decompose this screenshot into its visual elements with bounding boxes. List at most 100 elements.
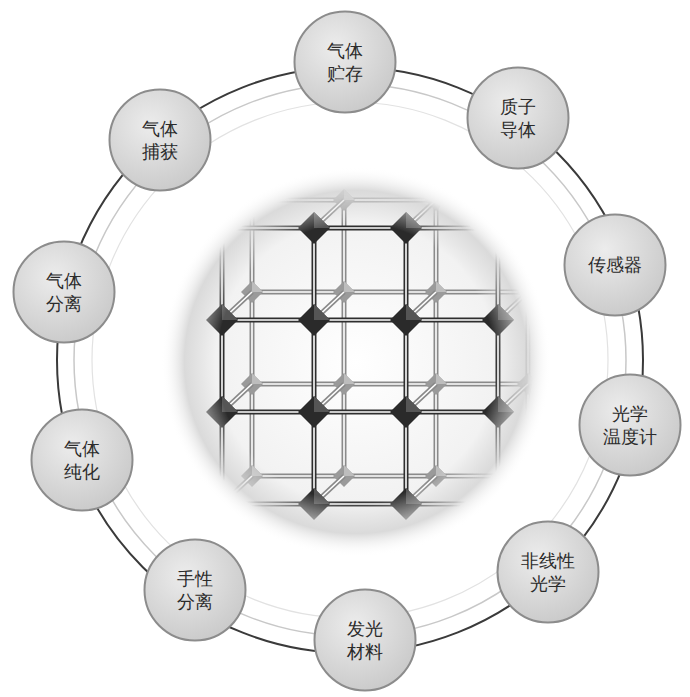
octahedron-face [406,212,422,228]
octahedron-face [406,396,422,412]
lattice-rod [498,292,528,320]
lattice-rod [222,476,252,504]
circle-shape [110,90,211,191]
lattice-rod [252,383,344,385]
lattice-rod [314,476,344,504]
octahedron-face [436,189,447,200]
octahedron-face [252,465,263,476]
lattice-rod [314,292,344,320]
application-circle: 气体 分离 [12,240,116,344]
octahedron-face [314,212,330,228]
lattice-rod [498,384,528,412]
application-circle: 非线性 光学 [496,520,600,624]
octahedron [482,304,514,336]
lattice-rod [222,476,252,504]
circle-outline [313,588,417,692]
node-label: 非线性 光学 [518,549,577,596]
node-label: 传感器 [585,253,644,276]
lattice-rod [252,475,344,477]
application-circle: 气体 纯化 [30,408,134,512]
lattice-rod [252,474,344,479]
octahedron-face [314,396,330,412]
lattice-rod [343,292,345,384]
lattice-rod [344,383,436,385]
circle-outline [30,408,134,512]
lattice-rod [344,475,436,477]
lattice-rod [527,292,529,384]
lattice-rod [406,476,436,504]
lattice-rod [222,384,252,412]
circle-shape [315,590,416,691]
circle-outline [578,373,682,477]
octahedron [390,212,422,244]
octahedron-face [528,465,539,476]
lattice-rod [498,200,528,228]
lattice-rod [406,384,436,412]
lattice-rod [498,200,528,228]
node-label: 气体 分离 [34,269,93,316]
lattice-rod [526,292,531,384]
lattice-rod [250,200,255,292]
lattice-rod [406,200,436,228]
lattice-rod [435,384,437,476]
circle-shape [145,540,246,641]
lattice-rod [222,384,252,412]
node-label: 气体 捕获 [130,117,189,164]
octahedron [206,396,238,428]
lattice-rod [344,198,436,203]
lattice-rod [527,200,529,292]
lattice-rod [526,200,531,292]
lattice-rod [252,291,344,293]
lattice-rod [436,199,528,201]
lattice-rod [222,292,252,320]
circle-shape [32,410,133,511]
node-label: 发光 材料 [335,617,394,664]
application-circle: 气体 贮存 [293,10,397,114]
circle-shape [498,522,599,623]
lattice-rod [434,200,439,292]
octahedron [482,488,514,520]
node-label: 手性 分离 [165,567,224,614]
octahedron [298,396,330,428]
application-circle: 手性 分离 [143,538,247,642]
node-label: 光学 温度计 [600,402,659,449]
lattice-rod [498,476,528,504]
application-circle: 发光 材料 [313,588,417,692]
octahedron-face [436,373,447,384]
node-label: 质子 导体 [488,95,547,142]
circle-shape [468,68,569,169]
lattice-rod [252,290,344,295]
lattice-rod [222,200,252,228]
octahedron-face [436,465,447,476]
octahedron [482,212,514,244]
octahedron-face [498,212,514,228]
octahedron-face [406,304,422,320]
lattice-rod [435,200,437,292]
lattice-rod [251,200,253,292]
lattice-back [241,189,539,487]
lattice-rod [406,292,436,320]
lattice-rod [344,474,436,479]
application-circle: 传感器 [563,213,667,317]
lattice-rod [252,199,344,201]
glow-disc [161,167,551,557]
lattice-rod [314,292,344,320]
lattice-rod [434,384,439,476]
node-label: 气体 纯化 [52,437,111,484]
lattice-rod [344,290,436,295]
octahedron [390,304,422,336]
octahedron [298,212,330,244]
lattice-rod [435,292,437,384]
lattice-rod [498,384,528,412]
lattice-rod [342,292,347,384]
octahedron-face [252,281,263,292]
lattice-rod [314,384,344,412]
lattice-rod [342,384,347,476]
octahedron-face [222,304,238,320]
octahedron-face [498,304,514,320]
inner-ring [74,84,626,636]
lattice-rod [436,382,528,387]
octahedron-face [344,189,355,200]
octahedron-face [252,373,263,384]
